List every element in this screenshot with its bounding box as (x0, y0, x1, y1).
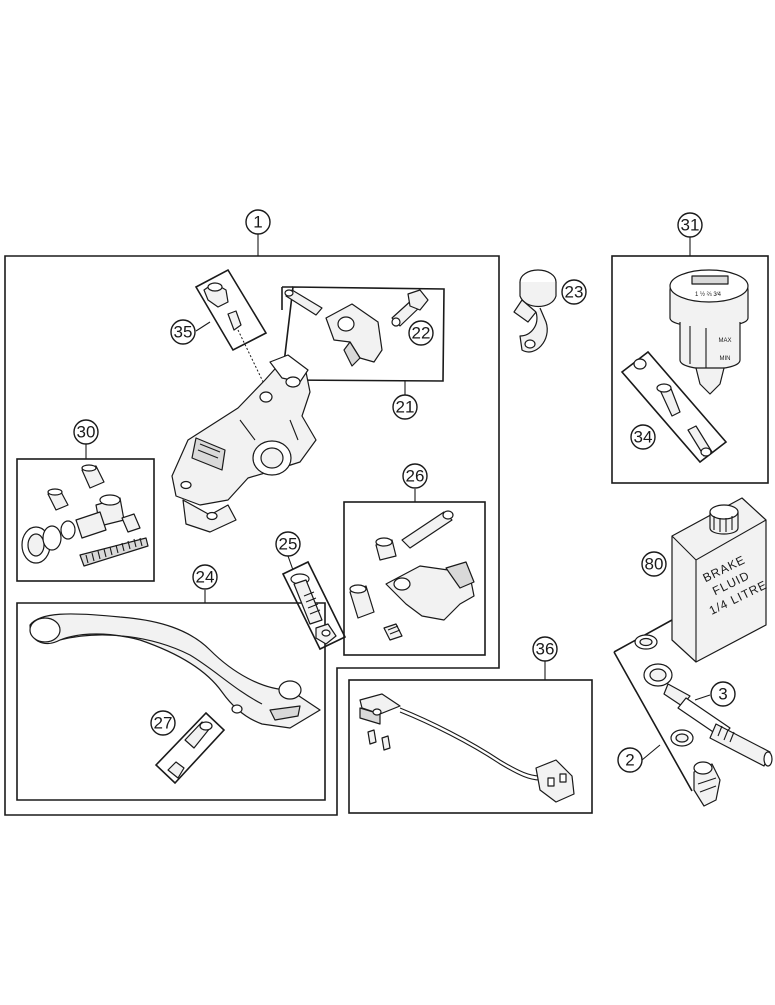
callout-80-label: 80 (645, 555, 664, 574)
part-clamp-pin (284, 289, 323, 316)
reservoir-min-mark: MIN (720, 356, 731, 362)
part-brake-light-switch (359, 693, 575, 803)
part-master-cylinder-body (171, 354, 317, 533)
callout-22-label: 22 (412, 324, 431, 343)
part-bleeder-screw (203, 282, 267, 389)
part-hand-lever (29, 613, 321, 729)
part-piston-kit (21, 464, 149, 567)
leader-2 (641, 744, 661, 761)
callout-35: 35 (170, 319, 196, 345)
callout-34: 34 (630, 424, 656, 450)
assembly-frame-1 (4, 255, 500, 816)
callout-25-label: 25 (279, 535, 298, 554)
frame-35-bleeder (194, 268, 268, 352)
callout-26: 26 (402, 463, 428, 489)
callout-24: 24 (192, 564, 218, 590)
part-adjuster-screw (167, 721, 213, 779)
part-pivot-kit (349, 510, 475, 641)
leader-35 (195, 321, 211, 332)
part-clamp-bolt (391, 289, 429, 327)
frame-36-switch (348, 679, 593, 814)
callout-31: 31 (677, 212, 703, 238)
callout-80: 80 (641, 551, 667, 577)
callout-30-label: 30 (77, 423, 96, 442)
frame-25-adjuster (281, 560, 347, 651)
frame-21-clamp-side (281, 286, 293, 310)
callout-36-label: 36 (536, 640, 555, 659)
part-brake-fluid-reservoir: 1 ½ ⅔ 3⁄4 MAX MIN (669, 269, 749, 395)
callout-21: 21 (392, 394, 418, 420)
callout-31-label: 31 (681, 216, 700, 235)
callout-1-label: 1 (253, 213, 262, 232)
callout-2: 2 (617, 747, 643, 773)
callout-3: 3 (710, 681, 736, 707)
callout-3-label: 3 (718, 685, 727, 704)
part-reservoir-screw (633, 358, 713, 457)
reservoir-max-mark: MAX (718, 338, 731, 344)
frame-27-screw (154, 711, 226, 785)
part-adjuster-bolt (290, 573, 337, 645)
callout-23-label: 23 (565, 283, 584, 302)
callout-22: 22 (408, 320, 434, 346)
callout-30: 30 (73, 419, 99, 445)
callout-34-label: 34 (634, 428, 653, 447)
callout-23: 23 (561, 279, 587, 305)
callout-27-label: 27 (154, 714, 173, 733)
part-brake-fluid-can: BRAKE FLUID 1/4 LITRE (671, 497, 770, 663)
callout-25: 25 (275, 531, 301, 557)
part-handlebar-clamp (513, 269, 557, 353)
callout-2-label: 2 (625, 751, 634, 770)
callout-24-label: 24 (196, 568, 215, 587)
svg-text:1 ½ ⅔ 3⁄4: 1 ½ ⅔ 3⁄4 (695, 291, 722, 298)
callout-26-label: 26 (406, 467, 425, 486)
leader-25 (287, 555, 294, 571)
leader-3 (694, 694, 711, 701)
callout-35-label: 35 (174, 323, 193, 342)
callout-21-label: 21 (396, 398, 415, 417)
part-clamp-half (325, 303, 383, 367)
frame-21-clamp (281, 286, 445, 382)
frame-24-lever (16, 602, 326, 801)
callout-36: 36 (532, 636, 558, 662)
callout-27: 27 (150, 710, 176, 736)
callout-1: 1 (245, 209, 271, 235)
part-brake-hose (634, 634, 773, 807)
